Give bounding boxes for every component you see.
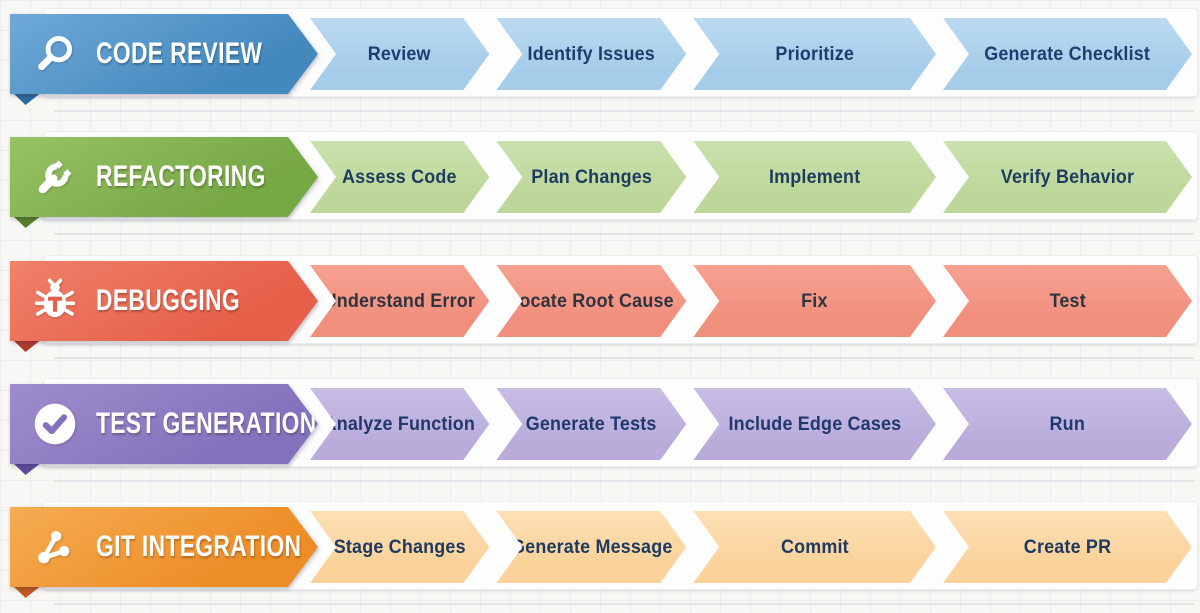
workflow-step: Include Edge Cases <box>693 388 936 460</box>
workflow-step: Understand Error <box>310 265 489 337</box>
workflow-step: Identify Issues <box>496 18 686 90</box>
workflow-row-refactoring: Assess Code Plan Changes Implement Verif… <box>0 123 1200 246</box>
workflow-step: Commit <box>693 511 936 583</box>
step-label: Implement <box>768 165 861 188</box>
workflow-step: Assess Code <box>310 141 489 213</box>
step-label: Create PR <box>1023 535 1112 558</box>
step-label: Plan Changes <box>530 165 652 188</box>
row-title: TEST GENERATION <box>96 407 317 440</box>
steps-container: Assess Code Plan Changes Implement Verif… <box>310 141 1192 213</box>
workflow-step: Generate Tests <box>496 388 686 460</box>
row-header-ribbon: CODE REVIEW <box>10 14 318 94</box>
workflow-step: Stage Changes <box>310 511 489 583</box>
steps-container: Stage Changes Generate Message Commit Cr… <box>310 511 1192 583</box>
step-label: Commit <box>780 535 849 558</box>
bug-icon <box>32 278 78 324</box>
step-label: Review <box>368 42 432 65</box>
row-divider <box>54 480 1194 482</box>
step-label: Stage Changes <box>333 535 466 558</box>
step-label: Test <box>1049 289 1086 312</box>
step-label: Locate Root Cause <box>508 289 675 312</box>
step-label: Include Edge Cases <box>728 412 902 435</box>
wrench-icon <box>32 154 78 200</box>
row-divider <box>54 603 1194 605</box>
workflow-row-code-review: Review Identify Issues Prioritize Genera… <box>0 0 1200 123</box>
check-circle-icon <box>32 401 78 447</box>
search-icon <box>32 31 78 77</box>
step-label: Prioritize <box>775 42 854 65</box>
workflow-step: Fix <box>693 265 936 337</box>
workflow-row-test-generation: Analyze Function Generate Tests Include … <box>0 370 1200 493</box>
workflow-step: Review <box>310 18 489 90</box>
workflow-step: Prioritize <box>693 18 936 90</box>
steps-container: Analyze Function Generate Tests Include … <box>310 388 1192 460</box>
row-title: CODE REVIEW <box>96 37 263 70</box>
step-label: Run <box>1049 412 1086 435</box>
workflow-step: Analyze Function <box>310 388 489 460</box>
row-divider <box>54 110 1194 112</box>
workflow-step: Plan Changes <box>496 141 686 213</box>
step-label: Fix <box>801 289 828 312</box>
step-label: Assess Code <box>342 165 458 188</box>
steps-container: Understand Error Locate Root Cause Fix T… <box>310 265 1192 337</box>
row-header-ribbon: REFACTORING <box>10 137 318 217</box>
row-header-ribbon: DEBUGGING <box>10 261 318 341</box>
row-header-ribbon: GIT INTEGRATION <box>10 507 318 587</box>
step-label: Generate Tests <box>525 412 657 435</box>
step-label: Analyze Function <box>323 412 476 435</box>
steps-container: Review Identify Issues Prioritize Genera… <box>310 18 1192 90</box>
workflow-step: Create PR <box>943 511 1192 583</box>
row-title: REFACTORING <box>96 160 266 193</box>
workflow-step: Locate Root Cause <box>496 265 686 337</box>
row-title: GIT INTEGRATION <box>96 530 302 563</box>
workflow-step: Implement <box>693 141 936 213</box>
step-label: Verify Behavior <box>1000 165 1135 188</box>
workflow-step: Generate Checklist <box>943 18 1192 90</box>
workflow-step: Generate Message <box>496 511 686 583</box>
row-title: DEBUGGING <box>96 284 241 317</box>
workflow-step: Run <box>943 388 1192 460</box>
row-header-ribbon: TEST GENERATION <box>10 384 318 464</box>
workflow-row-debugging: Understand Error Locate Root Cause Fix T… <box>0 247 1200 370</box>
step-label: Generate Message <box>510 535 673 558</box>
row-divider <box>54 233 1194 235</box>
workflow-row-git-integration: Stage Changes Generate Message Commit Cr… <box>0 493 1200 613</box>
step-label: Understand Error <box>323 289 476 312</box>
step-label: Generate Checklist <box>984 42 1151 65</box>
step-label: Identify Issues <box>527 42 656 65</box>
workflow-step: Verify Behavior <box>943 141 1192 213</box>
git-branch-icon <box>32 524 78 570</box>
workflow-step: Test <box>943 265 1192 337</box>
row-divider <box>54 357 1194 359</box>
